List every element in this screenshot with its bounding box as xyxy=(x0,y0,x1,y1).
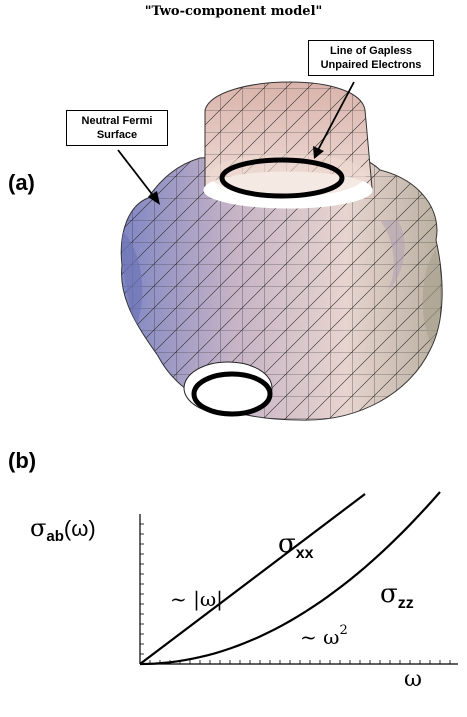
callout-gapless-electrons: Line of Gapless Unpaired Electrons xyxy=(308,40,434,76)
panel-a-label: (a) xyxy=(8,170,35,195)
y-label-subscript: ab xyxy=(46,528,64,545)
y-axis-label: σab(ω) xyxy=(30,514,96,545)
panel-b-label: (b) xyxy=(8,448,37,473)
curve-sigma-zz xyxy=(139,491,441,666)
annotation-quadratic: ~ ω2 xyxy=(300,623,348,649)
callout-neutral-line-1: Neutral Fermi xyxy=(81,115,153,127)
y-axis-ticks xyxy=(140,523,144,655)
fermi-surface-illustration xyxy=(117,81,443,421)
callout-gapless-line-2: Unpaired Electrons xyxy=(320,59,422,71)
y-label-sigma: σ xyxy=(30,514,46,542)
x-axis-ticks xyxy=(149,660,451,664)
curve-label-sigma-zz: σzz xyxy=(380,579,414,612)
annotation-linear: ~ |ω| xyxy=(170,587,223,612)
callout-neutral-line-2: Surface xyxy=(96,129,138,141)
fermi-surface-body xyxy=(120,149,443,421)
callout-neutral-fermi-surface: Neutral Fermi Surface xyxy=(66,110,168,146)
callout-arrows xyxy=(117,81,355,205)
curve-label-sigma-xx: σxx xyxy=(278,529,314,562)
conductivity-plot: σab(ω) σxx σzz ~ |ω| ~ ω2 ω xyxy=(30,491,458,692)
gapless-line-bottom-ring xyxy=(191,371,273,417)
callout-gapless-line-1: Line of Gapless xyxy=(330,45,412,57)
figure-title: "Two-component model" xyxy=(144,4,323,19)
gapless-line-top-ring xyxy=(219,157,345,199)
curve-sigma-xx xyxy=(139,493,366,665)
x-axis-label: ω xyxy=(404,667,422,692)
fermi-surface-bottom-hole xyxy=(183,361,273,417)
plot-axes xyxy=(139,514,458,665)
y-label-arg: (ω) xyxy=(64,516,96,541)
fermi-surface-top-neck xyxy=(203,81,373,209)
